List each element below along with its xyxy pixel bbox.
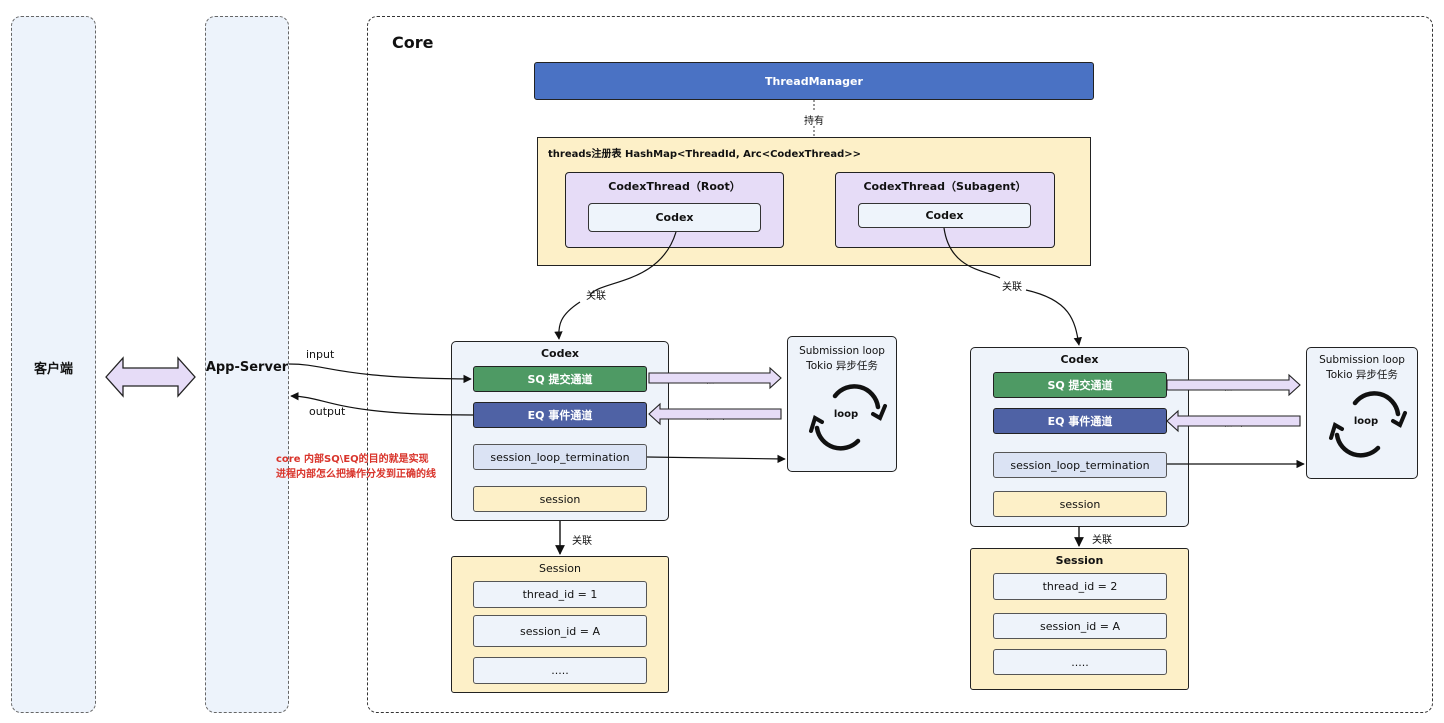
loop-icon-left <box>809 384 887 451</box>
assoc-label-right-session: 关联 <box>1092 535 1112 546</box>
codex-right-session: session <box>993 491 1167 517</box>
codex-left-eq: EQ 事件通道 <box>473 402 647 428</box>
codex-left-termination: session_loop_termination <box>473 444 647 470</box>
output-label: output <box>309 405 346 418</box>
assoc-label-left-session: 关联 <box>572 536 592 547</box>
assoc-curve-left <box>559 231 677 339</box>
session-right-field-1: thread_id = 2 <box>993 573 1167 600</box>
registry-title: threads注册表 HashMap<ThreadId, Arc<CodexTh… <box>548 149 861 160</box>
termination-arrow-left <box>646 454 786 464</box>
codex-right-title: Codex <box>1060 352 1099 366</box>
thread-root-codex: Codex <box>588 203 761 232</box>
thread-root-title: CodexThread（Root） <box>608 180 741 193</box>
input-arrow <box>288 363 472 384</box>
input-label: input <box>306 348 335 361</box>
session-left-field-2: session_id = A <box>473 615 647 647</box>
submission-loop-left-title: Submission loop Tokio 异步任务 <box>787 342 897 376</box>
client-lane <box>11 16 96 713</box>
app-server-lane <box>205 16 289 713</box>
session-left-title: Session <box>539 561 581 575</box>
input-block-arrow-left <box>648 366 782 390</box>
core-label: Core <box>392 33 434 52</box>
assoc-label-left: 关联 <box>586 291 606 302</box>
loop-left-title-1: Submission loop <box>799 345 885 357</box>
codex-right-termination: session_loop_termination <box>993 452 1167 478</box>
submission-loop-right-title: Submission loop Tokio 异步任务 <box>1306 351 1418 385</box>
assoc-label-right: 关联 <box>1002 282 1022 293</box>
codex-left-session: session <box>473 486 647 512</box>
note-line-1: core 内部SQ\EQ的目的就是实现 <box>276 454 429 465</box>
codex-left-title: Codex <box>540 346 580 360</box>
loop-icon-right <box>1329 391 1407 458</box>
loop-right-label: loop <box>1353 415 1379 427</box>
thread-manager: ThreadManager <box>534 62 1094 100</box>
input-block-arrow-right <box>1166 373 1301 397</box>
stdio-arrow <box>105 356 196 398</box>
output-arrow <box>290 391 474 416</box>
session-right-field-3: ..... <box>993 649 1167 675</box>
loop-left-title-2: Tokio 异步任务 <box>806 360 878 372</box>
note-line-2: 进程内部怎么把操作分发到正确的线 <box>276 469 436 480</box>
session-left-field-3: ..... <box>473 657 647 684</box>
output-block-arrow-left <box>648 402 782 426</box>
holds-label: 持有 <box>804 116 824 127</box>
codex-left-sq: SQ 提交通道 <box>473 366 647 392</box>
client-label: 客户端 <box>33 361 73 377</box>
app-server-label: App-Server <box>205 359 289 375</box>
note-text: core 内部SQ\EQ的目的就是实现 进程内部怎么把操作分发到正确的线 <box>276 452 436 482</box>
assoc-curve-right <box>943 227 1079 345</box>
output-block-arrow-right <box>1166 409 1301 433</box>
session-right-title: Session <box>1055 553 1104 567</box>
session-left-field-1: thread_id = 1 <box>473 581 647 608</box>
codex-right-sq: SQ 提交通道 <box>993 372 1167 398</box>
thread-subagent-title: CodexThread（Subagent） <box>863 180 1027 193</box>
loop-right-title-1: Submission loop <box>1319 354 1405 366</box>
session-right-field-2: session_id = A <box>993 613 1167 639</box>
loop-left-label: loop <box>833 408 859 420</box>
loop-right-title-2: Tokio 异步任务 <box>1326 369 1398 381</box>
thread-subagent-codex: Codex <box>858 203 1031 228</box>
